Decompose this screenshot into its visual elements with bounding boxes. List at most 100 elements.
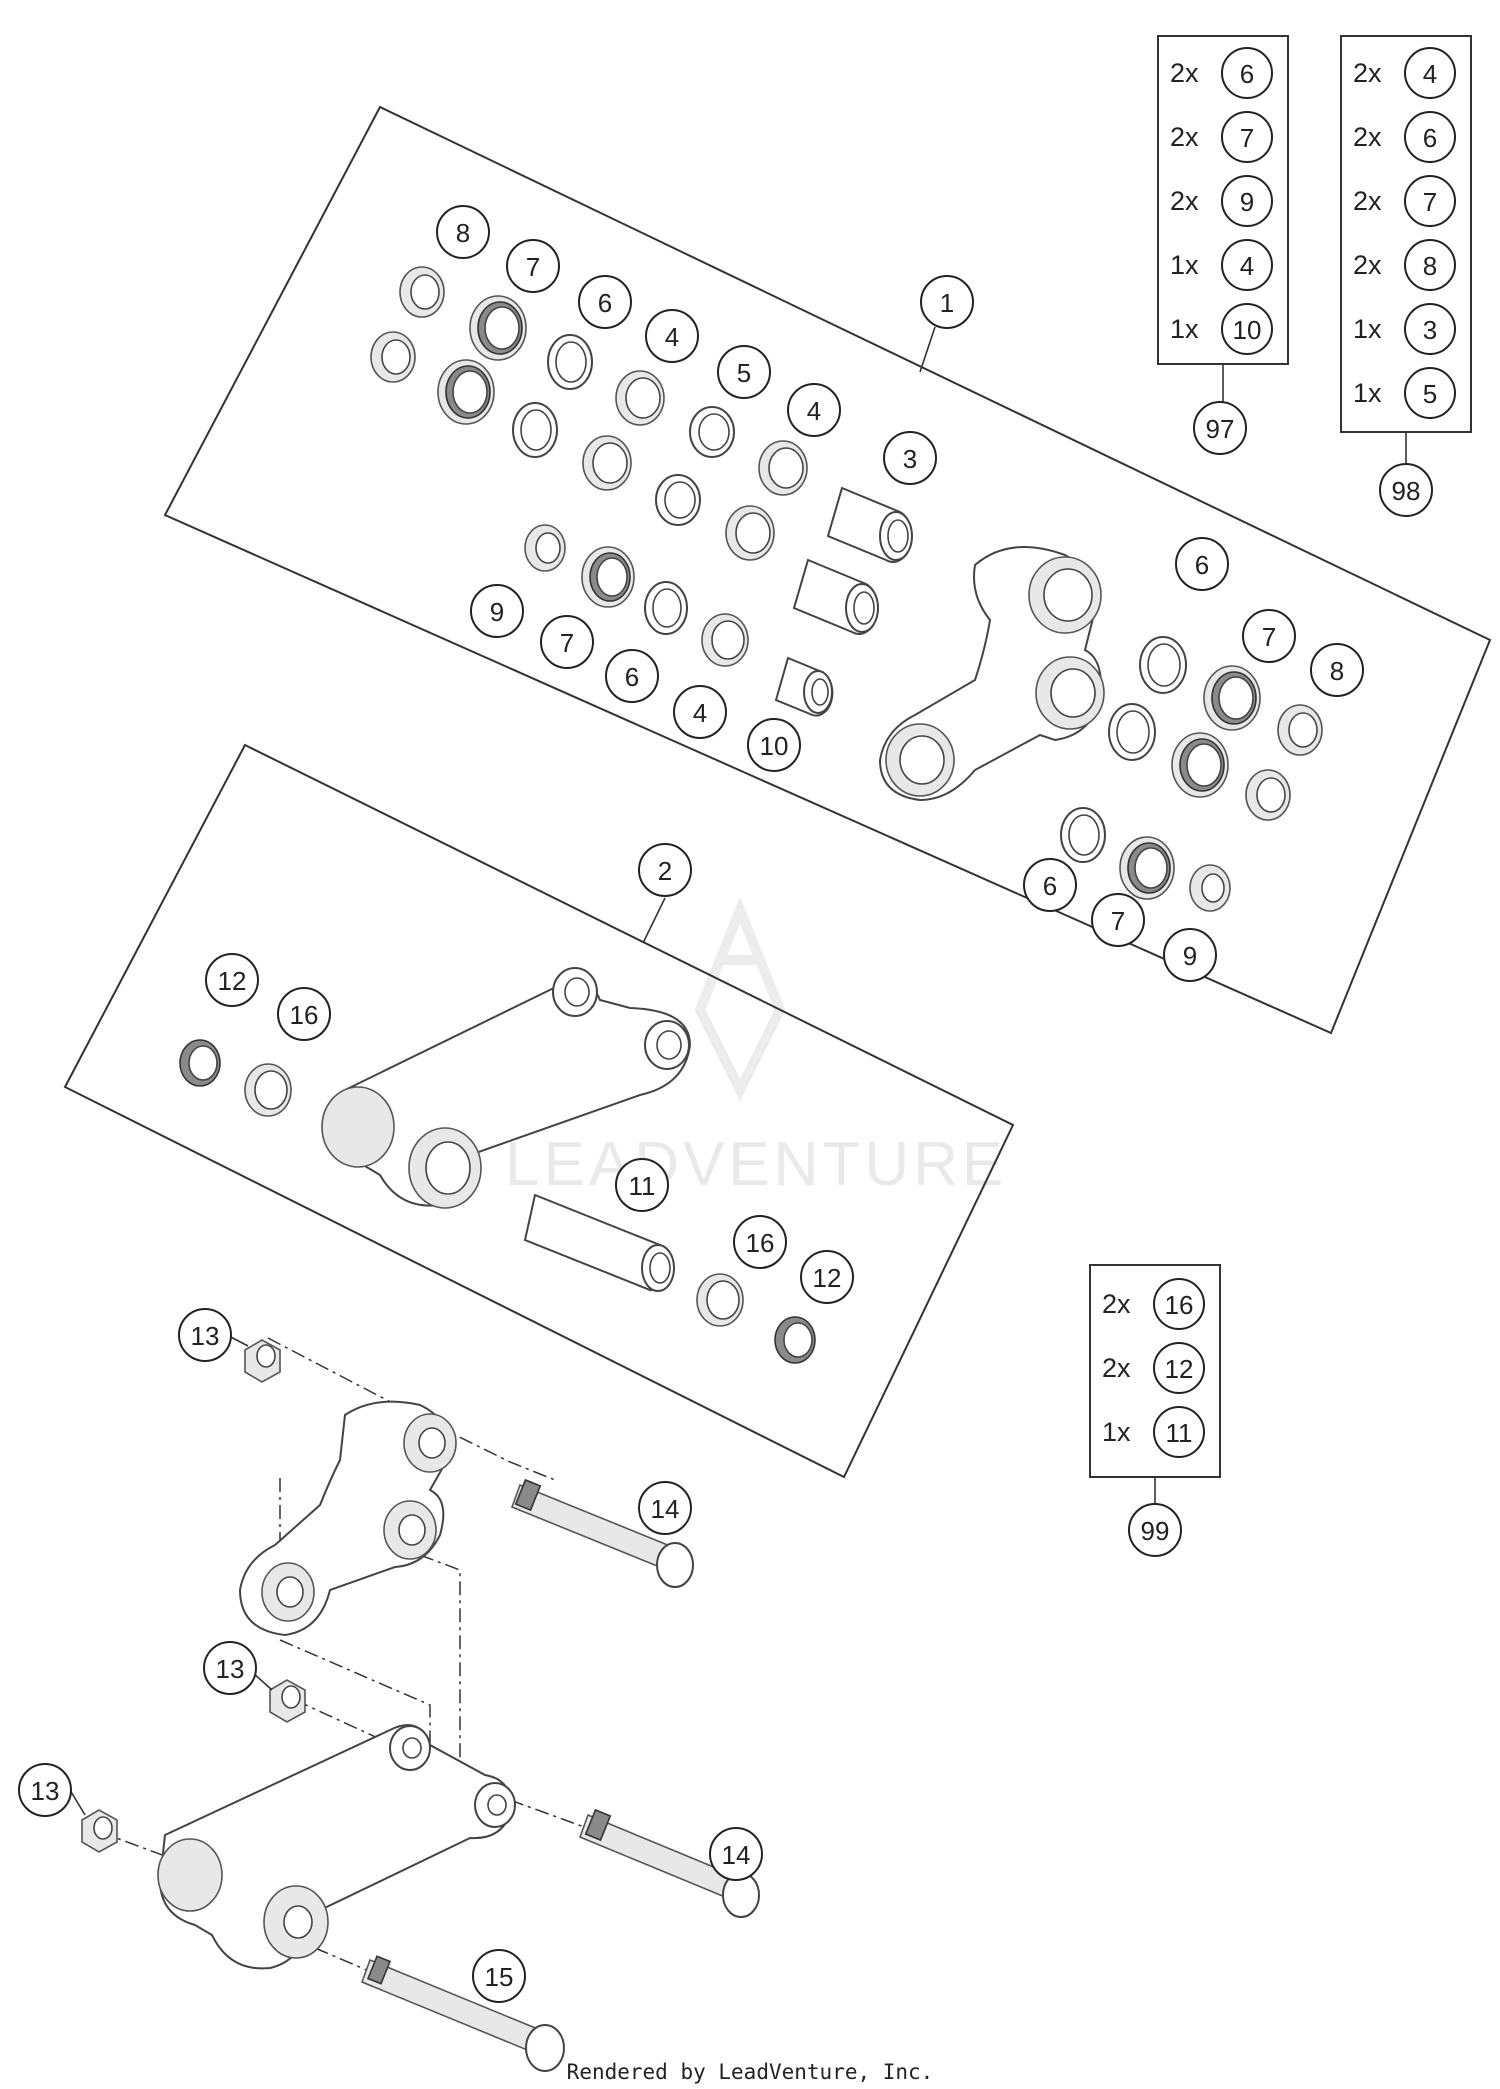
callout-kit1-item1: 6: [1404, 111, 1456, 163]
needle-bearing-hole: [484, 306, 520, 350]
callout-circle: [673, 685, 727, 739]
callout-c12a: 12: [205, 953, 259, 1007]
bolt-head: [656, 1542, 694, 1588]
callout-c6b: 6: [605, 649, 659, 703]
callout-number: 9: [1183, 941, 1197, 971]
callout-c7d: 7: [1091, 893, 1145, 947]
seal-ring-hole: [188, 1045, 218, 1081]
centerline: [419, 1554, 461, 1790]
washer-hole: [1068, 814, 1100, 856]
callout-number: 16: [746, 1228, 775, 1258]
callout-number: 11: [629, 1171, 656, 1201]
callout-number: 4: [1423, 59, 1437, 89]
bearing-hole: [706, 1280, 740, 1320]
bushing-hole: [592, 442, 628, 484]
callout-c13b: 13: [203, 1641, 257, 1695]
kit-item-qty: 2x: [1353, 58, 1382, 88]
pull-rod-parts: [179, 967, 816, 1364]
callout-c8b: 8: [1310, 643, 1364, 697]
assembled-pull-rod-eye-hole: [283, 1905, 313, 1939]
seal-ring-hole: [1288, 712, 1318, 748]
callout-circle: [920, 275, 974, 329]
callout-circle: [178, 1308, 232, 1362]
callout-c4b: 4: [787, 383, 841, 437]
callout-kit0-item2: 9: [1221, 175, 1273, 227]
callout-circle: [1404, 239, 1456, 291]
callout-c5: 5: [717, 345, 771, 399]
kit-item-qty: 2x: [1353, 186, 1382, 216]
watermark-flame-icon: [694, 896, 786, 1102]
kit-item-qty: 2x: [1353, 250, 1382, 280]
seal-ring-hole: [1201, 873, 1225, 903]
leader-2: [642, 897, 666, 944]
callout-number: 6: [1043, 871, 1057, 901]
assembled-lever-eye-hole: [276, 1576, 304, 1608]
callout-c6d: 6: [1023, 858, 1077, 912]
linkage-lever-kit-panel: [163, 105, 1492, 1035]
callout-circle: [18, 1763, 72, 1817]
callout-kit2-item0: 16: [1153, 1278, 1205, 1330]
callout-circle: [1153, 1278, 1205, 1330]
callout-circle: [638, 843, 692, 897]
callout-c16a: 16: [277, 987, 331, 1041]
kit-item-qty: 1x: [1170, 250, 1199, 280]
callout-circle: [733, 1215, 787, 1269]
callout-number: 10: [760, 731, 789, 761]
assembled-pull-rod-end-hole: [402, 1737, 422, 1759]
callout-circle: [1221, 47, 1273, 99]
callout-c14a: 14: [638, 1481, 692, 1535]
sleeve-11-hole: [649, 1252, 671, 1284]
callout-number: 7: [1111, 906, 1125, 936]
callout-number: 7: [526, 252, 540, 282]
callout-circle: [1404, 367, 1456, 419]
callout-circle: [645, 309, 699, 363]
leader-13c: [69, 1789, 86, 1816]
washer-hole: [520, 409, 552, 451]
sleeve-3-hole: [887, 519, 909, 553]
lever-eye-top-hole: [1043, 568, 1093, 622]
callout-circle: [1242, 609, 1296, 663]
callout-c2: 2: [638, 843, 692, 897]
assembly-view: [81, 1337, 760, 2072]
callout-kit-ref-99: 99: [1128, 1503, 1182, 1557]
callout-circle: [470, 584, 524, 638]
callout-number: 97: [1206, 414, 1235, 444]
callout-circle: [605, 649, 659, 703]
callout-number: 8: [456, 218, 470, 248]
callout-circle: [1023, 858, 1077, 912]
callout-circle: [1404, 47, 1456, 99]
kit-boxes: [1089, 35, 1472, 1505]
kit-item-qty: 1x: [1353, 314, 1382, 344]
callout-number: 13: [216, 1654, 245, 1684]
callout-number: 11: [1166, 1418, 1193, 1448]
pull-rod-end-top-hole: [564, 977, 590, 1007]
callout-c3: 3: [883, 431, 937, 485]
callout-c4a: 4: [645, 309, 699, 363]
callout-number: 8: [1423, 251, 1437, 281]
callout-number: 10: [1233, 315, 1262, 345]
callout-kit1-item4: 3: [1404, 303, 1456, 355]
bushing-hole: [735, 512, 771, 554]
callout-c8a: 8: [436, 205, 490, 259]
callout-c13c: 13: [18, 1763, 72, 1817]
pull-rod-eye-hole: [425, 1141, 471, 1195]
callout-number: 6: [625, 662, 639, 692]
kit-item-qty: 2x: [1102, 1289, 1131, 1319]
callout-c7c: 7: [1242, 609, 1296, 663]
callout-c7a: 7: [506, 239, 560, 293]
callout-kit-ref-97: 97: [1193, 401, 1247, 455]
callout-circle: [787, 383, 841, 437]
callout-circle: [1128, 1503, 1182, 1557]
callout-circle: [883, 431, 937, 485]
assembled-lever-eye-hole: [418, 1427, 446, 1459]
kit-item-qty: 2x: [1170, 58, 1199, 88]
washer-hole: [652, 588, 682, 628]
callout-circle: [436, 205, 490, 259]
callout-circle: [578, 275, 632, 329]
spacer-sleeve-hole: [664, 481, 696, 519]
callout-number: 6: [1195, 550, 1209, 580]
bushing-hole: [768, 447, 804, 489]
callout-number: 5: [737, 358, 751, 388]
kit-item-qty: 1x: [1170, 314, 1199, 344]
callout-circle: [1404, 303, 1456, 355]
